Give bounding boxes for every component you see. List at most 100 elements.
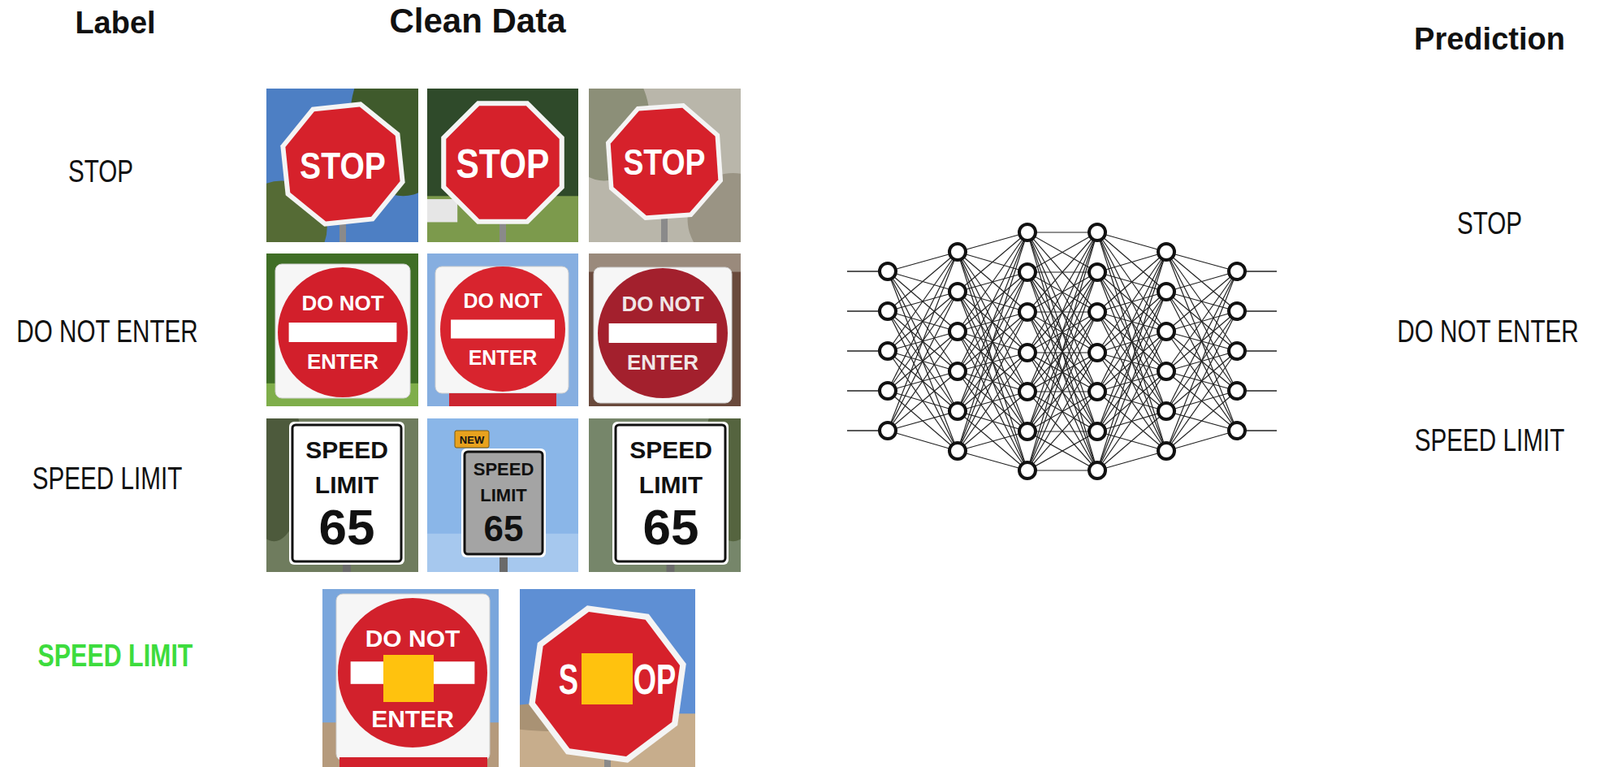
weight-line bbox=[1027, 311, 1098, 471]
weight-line bbox=[887, 251, 958, 391]
weight-line bbox=[887, 410, 958, 431]
photo-cell bbox=[427, 88, 579, 243]
neuron bbox=[879, 342, 896, 359]
sign-text: SPEED bbox=[629, 437, 713, 463]
weight-line bbox=[957, 450, 1028, 471]
stop-sign-border bbox=[441, 100, 565, 225]
neuron bbox=[1019, 303, 1036, 320]
neuron bbox=[1019, 462, 1036, 479]
sign-text: STOP bbox=[622, 144, 705, 181]
sign-plate bbox=[593, 267, 732, 403]
weight-line bbox=[1097, 251, 1167, 432]
neuron bbox=[1019, 344, 1036, 361]
weight-line bbox=[887, 251, 958, 272]
weight-line bbox=[1166, 390, 1237, 451]
weight-line bbox=[1097, 291, 1167, 471]
neuron bbox=[1089, 263, 1106, 281]
weight-line bbox=[1027, 431, 1098, 471]
speed-sign-face bbox=[464, 451, 543, 554]
weight-line bbox=[1166, 271, 1237, 292]
weight-line bbox=[957, 232, 1028, 372]
weight-line bbox=[1027, 469, 1098, 471]
weight-line bbox=[1166, 271, 1237, 332]
sign-text: DO NOT bbox=[301, 292, 384, 314]
neuron bbox=[1228, 263, 1246, 280]
prediction-label: DO NOT ENTER bbox=[1396, 315, 1579, 347]
neuron bbox=[1158, 323, 1175, 340]
weight-line bbox=[1097, 232, 1167, 332]
weight-line bbox=[887, 371, 958, 431]
sign-plate bbox=[435, 266, 569, 394]
photo-ground bbox=[427, 418, 579, 572]
stop-sign bbox=[610, 108, 719, 217]
sign-text: ENTER bbox=[371, 706, 455, 731]
photo-cell bbox=[266, 253, 419, 407]
weight-line bbox=[1027, 232, 1098, 392]
speed-sign-plate bbox=[289, 421, 405, 565]
weight-line bbox=[1166, 350, 1237, 451]
prediction-label: STOP bbox=[1457, 207, 1523, 239]
sign-text: LIMIT bbox=[480, 486, 527, 505]
weight-line bbox=[1027, 431, 1098, 471]
weight-line bbox=[1027, 352, 1098, 471]
weight-line bbox=[957, 232, 1028, 332]
neuron bbox=[1228, 302, 1246, 320]
weight-line bbox=[1027, 232, 1098, 312]
neuron bbox=[1089, 462, 1106, 479]
speed-sign-plate bbox=[612, 421, 729, 565]
weight-line bbox=[887, 430, 958, 451]
sign-text: DO NOT bbox=[365, 626, 461, 651]
stop-sign-border bbox=[280, 101, 405, 226]
weight-line bbox=[957, 232, 1028, 451]
neuron bbox=[1158, 283, 1175, 300]
neuron bbox=[879, 422, 896, 439]
neuron bbox=[1158, 442, 1175, 459]
sign-post bbox=[342, 564, 351, 572]
weight-line bbox=[1027, 232, 1098, 432]
weight-line bbox=[1097, 232, 1167, 411]
weight-line bbox=[1097, 232, 1167, 451]
photo-cell bbox=[588, 88, 741, 243]
weight-line bbox=[1097, 232, 1167, 292]
neuron bbox=[879, 382, 896, 399]
do-not-enter-bar bbox=[450, 319, 555, 338]
column-header: Prediction bbox=[1414, 23, 1566, 55]
weight-line bbox=[1027, 232, 1098, 312]
photo-cell bbox=[427, 418, 579, 572]
sign-below bbox=[339, 756, 488, 767]
trigger-patch bbox=[383, 654, 434, 702]
neuron bbox=[1019, 383, 1036, 400]
neuron bbox=[1089, 344, 1106, 361]
speed-sign-face bbox=[292, 424, 402, 562]
neuron bbox=[1158, 402, 1175, 420]
new-tag bbox=[454, 430, 489, 448]
weight-line bbox=[957, 232, 1028, 292]
weight-line bbox=[887, 390, 958, 451]
sign-plate bbox=[336, 593, 490, 761]
sign-text: DO NOT bbox=[621, 293, 704, 315]
column-header: Clean Data bbox=[389, 4, 566, 39]
do-not-enter-bar bbox=[609, 323, 718, 343]
do-not-enter-bar bbox=[289, 322, 398, 342]
neuron bbox=[879, 302, 896, 320]
photo-ground bbox=[519, 588, 696, 767]
weight-line bbox=[1166, 271, 1237, 451]
sign-plate bbox=[275, 263, 411, 398]
sign-text: STOP bbox=[299, 147, 386, 185]
neural-network bbox=[847, 224, 1277, 479]
neuron bbox=[949, 442, 966, 459]
weight-line bbox=[1027, 391, 1098, 471]
sign-text: ENTER bbox=[307, 350, 379, 372]
weight-line bbox=[1166, 311, 1237, 451]
weight-line bbox=[1027, 231, 1098, 233]
weight-line bbox=[957, 251, 1028, 471]
photo-ground bbox=[266, 418, 419, 572]
neuron bbox=[949, 243, 966, 260]
photo-ground bbox=[427, 253, 579, 407]
weight-line bbox=[957, 311, 1028, 451]
row-label: STOP bbox=[68, 155, 134, 187]
weight-line bbox=[1097, 410, 1167, 471]
speed-sign-plate bbox=[461, 448, 546, 558]
weight-line bbox=[957, 391, 1028, 451]
photo-cell bbox=[427, 253, 579, 407]
